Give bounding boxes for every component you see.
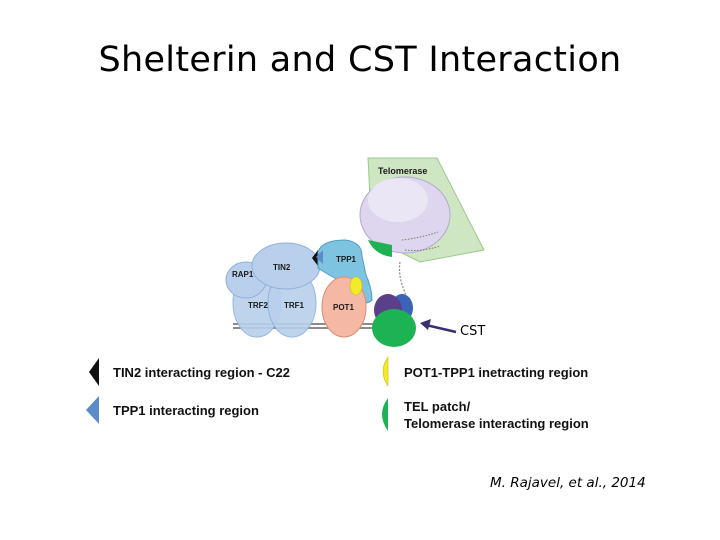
legend-pot1-tpp1-text: POT1-TPP1 inetracting region xyxy=(404,365,589,380)
tin2-label: TIN2 xyxy=(273,263,291,272)
telomerase-label: Telomerase xyxy=(378,166,427,176)
legend-tpp1-marker xyxy=(86,396,99,424)
legend-tel-patch-line1: TEL patch/ xyxy=(404,399,471,414)
cst-arrow-head xyxy=(420,319,431,330)
trf1-label: TRF1 xyxy=(284,301,305,310)
citation: M. Rajavel, et al., 2014 xyxy=(490,475,646,491)
legend-tpp1-text: TPP1 interacting region xyxy=(113,403,259,418)
tpp1-region-marker xyxy=(316,250,323,264)
rap1-label: RAP1 xyxy=(232,270,254,279)
trf2-label: TRF2 xyxy=(248,301,269,310)
pot1-label: POT1 xyxy=(333,303,354,312)
tin2-c22-marker xyxy=(312,250,318,266)
telomerase-green-patch xyxy=(368,240,392,257)
legend-tin2-text: TIN2 interacting region - C22 xyxy=(113,365,290,380)
legend-pot1-tpp1-marker xyxy=(382,356,389,387)
legend-tin2-marker xyxy=(89,358,99,386)
tpp1-label: TPP1 xyxy=(336,255,357,264)
cst-green-subunit xyxy=(372,309,416,347)
legend-tel-patch-line2: Telomerase interacting region xyxy=(404,416,589,431)
rna-template xyxy=(401,231,441,251)
slide-title: Shelterin and CST Interaction xyxy=(98,40,622,80)
telomerase-highlight xyxy=(368,178,428,222)
cst-arrow-line xyxy=(425,323,457,334)
legend-tel-patch-marker xyxy=(382,398,388,431)
cst-label: CST xyxy=(460,324,486,339)
pot1-tpp1-yellow-region xyxy=(349,276,363,296)
